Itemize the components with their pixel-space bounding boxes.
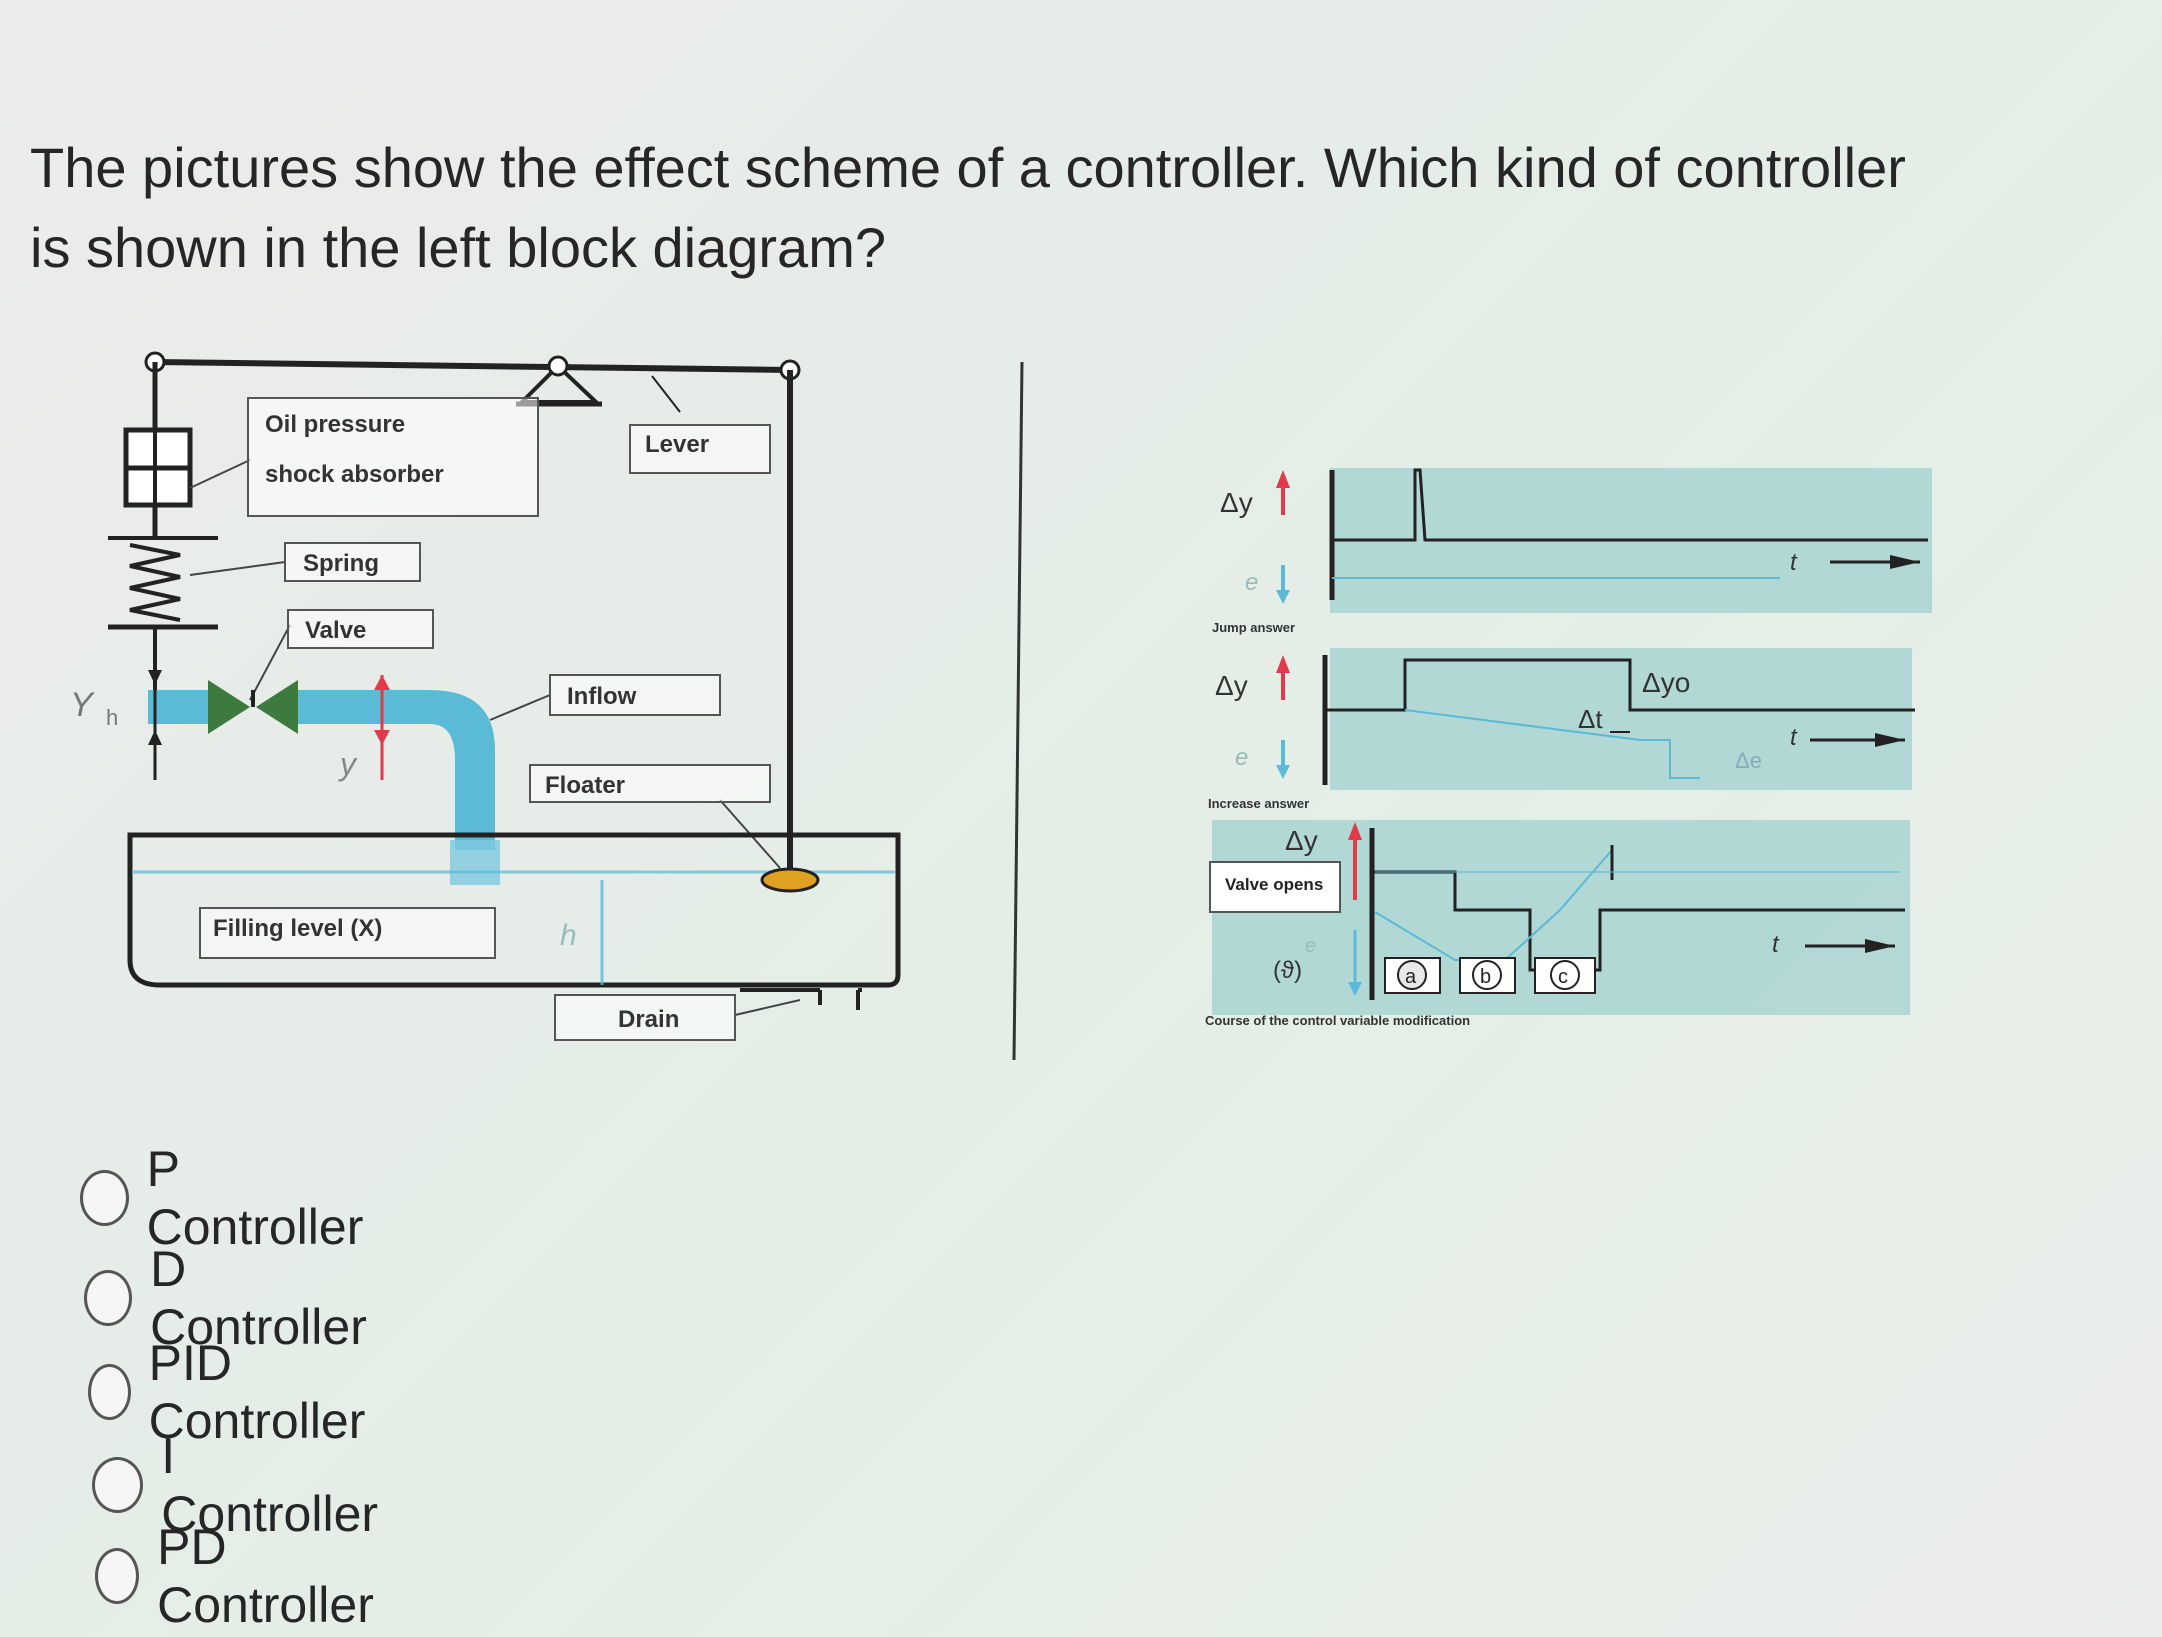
- radio-button[interactable]: [95, 1548, 140, 1604]
- p1-e: e: [1245, 569, 1258, 596]
- left-block-diagram: Oil pressure shock absorber Lever Spring…: [70, 351, 901, 1041]
- jump-answer-panel: Δy e Jump answer t: [1212, 468, 1932, 635]
- option-p-controller[interactable]: P Controller: [80, 1140, 371, 1256]
- p3-t: t: [1772, 931, 1780, 958]
- increase-answer-panel: Δy e Increase answer Δyo Δt Δe t: [1208, 648, 1915, 811]
- divider-line: [1012, 361, 1024, 1061]
- p1-caption: Jump answer: [1212, 620, 1295, 635]
- option-pid-controller[interactable]: PID Controller: [88, 1334, 379, 1450]
- p2-dt: Δt: [1578, 704, 1603, 734]
- p2-e: e: [1235, 744, 1248, 771]
- label-yh: Y: [70, 686, 95, 724]
- option-label: P Controller: [146, 1141, 364, 1255]
- p1-dy: Δy: [1220, 487, 1253, 518]
- p3-a: a: [1405, 966, 1417, 988]
- p2-dy: Δy: [1215, 670, 1248, 701]
- label-h: h: [560, 919, 577, 952]
- radio-button[interactable]: [84, 1270, 133, 1326]
- option-pd-controller[interactable]: PD Controller: [95, 1518, 386, 1634]
- p3-valve-opens: Valve opens: [1225, 875, 1323, 894]
- label-yh-sub: h: [106, 705, 118, 730]
- option-label: I Controller: [161, 1428, 379, 1542]
- label-spring: Spring: [303, 550, 379, 577]
- p3-b: b: [1480, 966, 1491, 988]
- radio-button[interactable]: [92, 1457, 144, 1513]
- p2-dyo: Δyo: [1642, 667, 1690, 698]
- option-i-controller[interactable]: I Controller: [92, 1427, 383, 1543]
- p3-theta: (ϑ): [1273, 957, 1302, 984]
- label-lever: Lever: [645, 431, 709, 458]
- p3-dy: Δy: [1285, 825, 1318, 856]
- label-drain: Drain: [618, 1006, 679, 1033]
- p2-de: Δe: [1735, 748, 1762, 773]
- right-response-diagrams: Δy e Jump answer t Δy e Increase answer …: [1205, 468, 1932, 1028]
- p3-e: e: [1305, 935, 1316, 957]
- option-d-controller[interactable]: D Controller: [84, 1240, 375, 1356]
- label-inflow: Inflow: [567, 683, 637, 710]
- label-shock-absorber: shock absorber: [265, 461, 444, 488]
- label-y: y: [338, 746, 358, 782]
- label-valve: Valve: [305, 617, 366, 644]
- p1-t: t: [1790, 549, 1798, 576]
- control-variable-panel: Δy Valve opens e (ϑ) a b c t Course of t…: [1205, 820, 1910, 1028]
- p3-caption: Course of the control variable modificat…: [1205, 1013, 1470, 1028]
- radio-button[interactable]: [80, 1170, 129, 1226]
- label-floater: Floater: [545, 772, 625, 799]
- label-oil-pressure: Oil pressure: [265, 411, 405, 438]
- p2-t: t: [1790, 724, 1798, 751]
- p2-caption: Increase answer: [1208, 796, 1309, 811]
- question-text: The pictures show the effect scheme of a…: [30, 136, 1906, 279]
- option-label: D Controller: [150, 1241, 367, 1355]
- option-label: PD Controller: [157, 1519, 374, 1633]
- option-label: PID Controller: [148, 1335, 366, 1449]
- radio-button[interactable]: [88, 1364, 131, 1420]
- label-filling-level: Filling level (X): [213, 915, 382, 942]
- p3-c: c: [1558, 966, 1568, 988]
